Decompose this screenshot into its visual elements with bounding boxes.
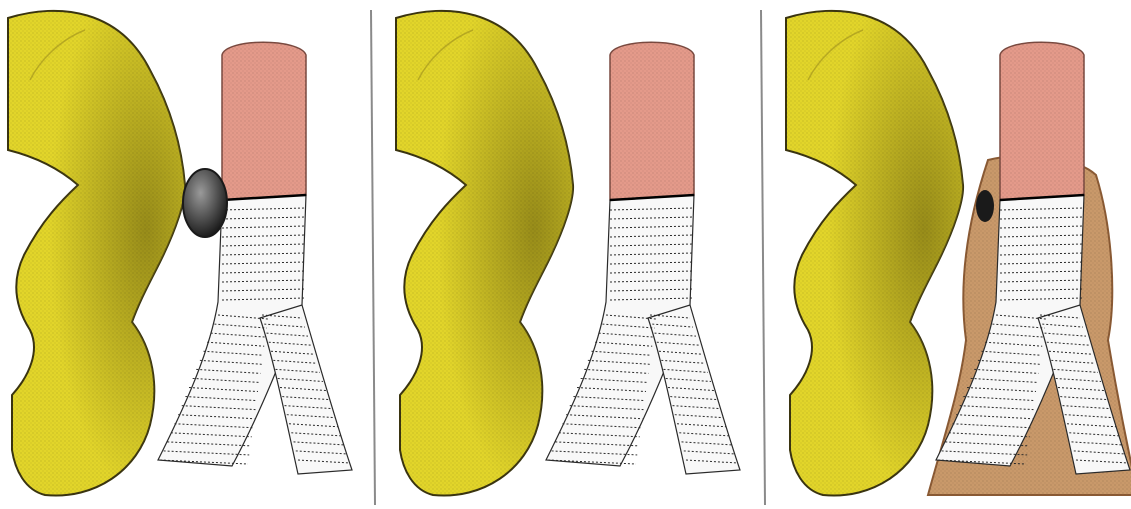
trachea-texture [610,42,694,200]
trachea-texture [1000,42,1084,200]
trachea-texture [222,42,306,200]
lymph-node [183,169,227,237]
lymph-node [976,190,994,222]
